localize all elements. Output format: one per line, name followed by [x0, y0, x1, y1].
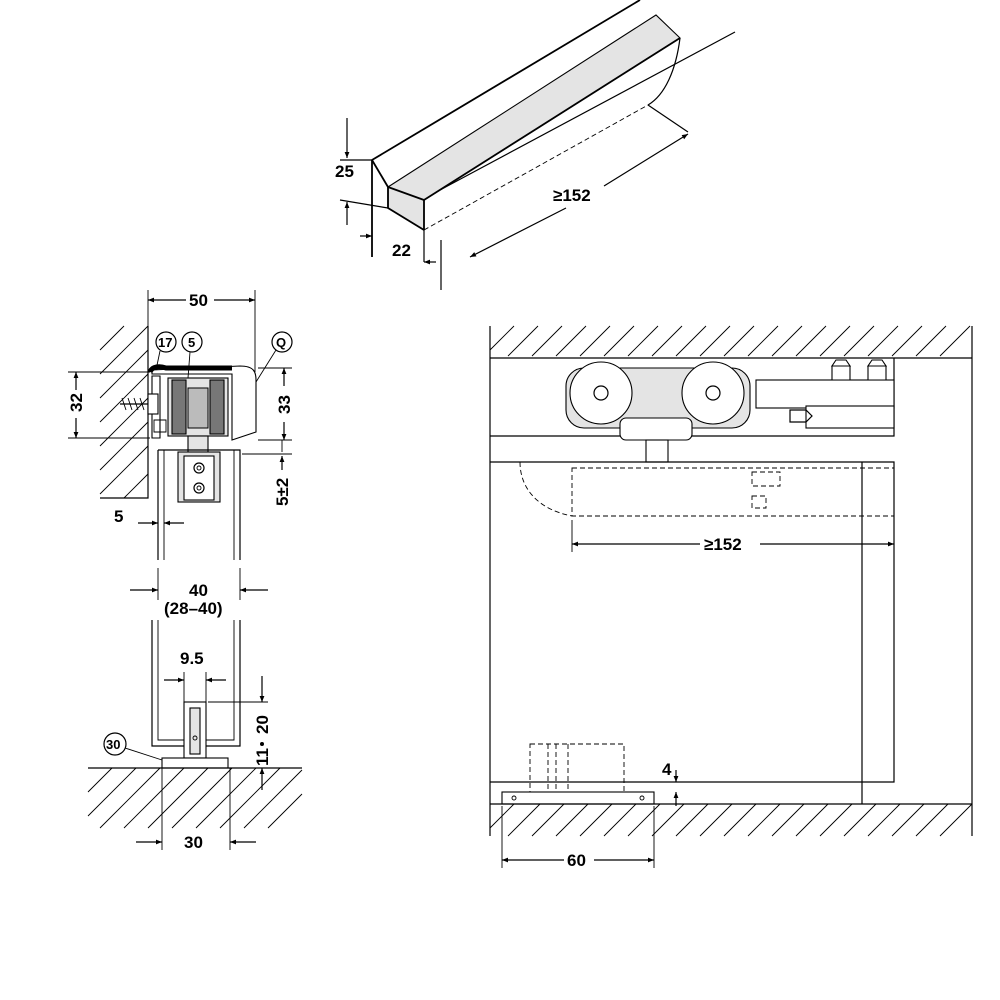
front-length-label: ≥152: [704, 535, 742, 554]
guide-base-label: 11: [253, 748, 272, 766]
gap-label: 5: [114, 507, 123, 526]
track-width-label: 50: [189, 291, 208, 310]
floor-hatch-right: [489, 803, 973, 837]
ceiling-hatch: [489, 325, 971, 357]
floor-gap-label: 4: [662, 760, 672, 779]
front-elevation: ≥152 4 60: [489, 325, 973, 870]
floor-hatch-left: [87, 767, 303, 829]
groove-length-label: ≥152: [553, 186, 591, 205]
track-height-right-label: 33: [275, 395, 294, 414]
guide-width-label: 30: [184, 833, 203, 852]
callout-q-label: Q: [276, 335, 286, 350]
section-bottom: 40 (28–40) 9.5 20 11 30: [87, 568, 303, 852]
door-range-label: (28–40): [164, 599, 223, 618]
guide-offset-label: 9.5: [180, 649, 204, 668]
groove-perspective: 25 22 ≥152: [335, 0, 736, 290]
adjust-label: 5±2: [273, 478, 292, 506]
callout-5: [181, 331, 203, 353]
groove-height-label: 25: [335, 162, 354, 181]
guide-height-label: 20: [253, 715, 272, 734]
groove-width-label: 22: [392, 241, 411, 260]
door-thickness-label: 40: [189, 581, 208, 600]
callout-17: [155, 331, 177, 353]
callout-5-label: 5: [188, 335, 195, 350]
section-top: 50 17 5 Q 32: [67, 290, 294, 560]
guide-length-label: 60: [567, 851, 586, 870]
callout-30-label: 30: [106, 737, 120, 752]
callout-17-label: 17: [158, 335, 172, 350]
screw-icon: [120, 393, 159, 415]
wall-hatch: [99, 325, 149, 499]
callout-q: [271, 331, 293, 353]
track-height-left-label: 32: [67, 393, 86, 412]
callout-30: [103, 732, 127, 756]
